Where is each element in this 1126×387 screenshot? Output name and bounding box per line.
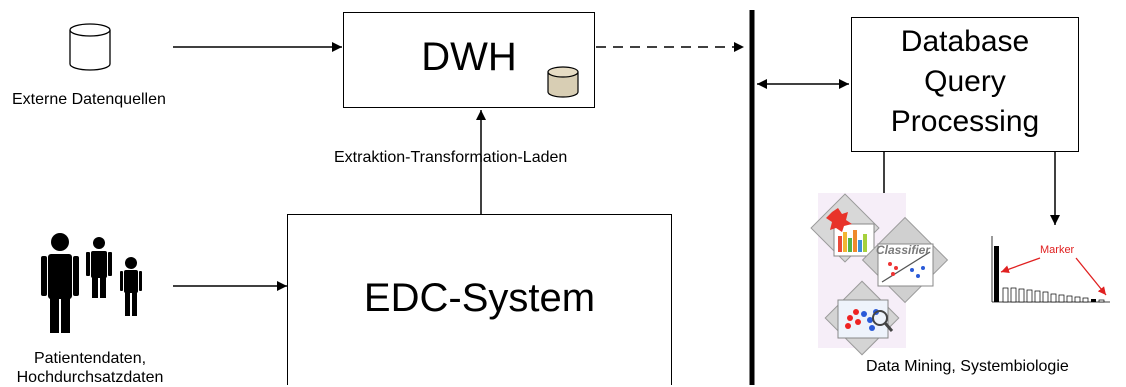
analysis-caption: Data Mining, Systembiologie [866,358,1069,375]
patient-data-label-line1: Patientendaten, [33,350,147,367]
marker-arrow-left [1000,257,1041,274]
dwh-box: DWH [343,12,595,108]
query-title-line3: Processing [890,105,1040,138]
etl-label: Extraktion-Transformation-Laden [334,149,568,166]
query-title-line1: Database [900,25,1030,58]
query-title-line2: Query [924,65,1006,98]
patients-icon [41,233,142,333]
patient-data-label-line2: Hochdurchsatzdaten [16,369,164,386]
classifier-label: Classifier [876,243,931,257]
marker-label: Marker [1040,244,1075,256]
edc-title: EDC-System [363,276,596,320]
edc-system-box: EDC-System [287,214,672,385]
dwh-database-icon [547,66,579,98]
marker-bar-chart [991,236,1110,303]
query-processing-box: Database Query Processing [851,17,1079,152]
marker-arrow-right [1075,257,1107,296]
external-sources-label: Externe Datenquellen [12,91,166,108]
data-mining-illustration [810,193,949,356]
dwh-title: DWH [421,35,517,79]
external-database-icon [69,23,111,71]
